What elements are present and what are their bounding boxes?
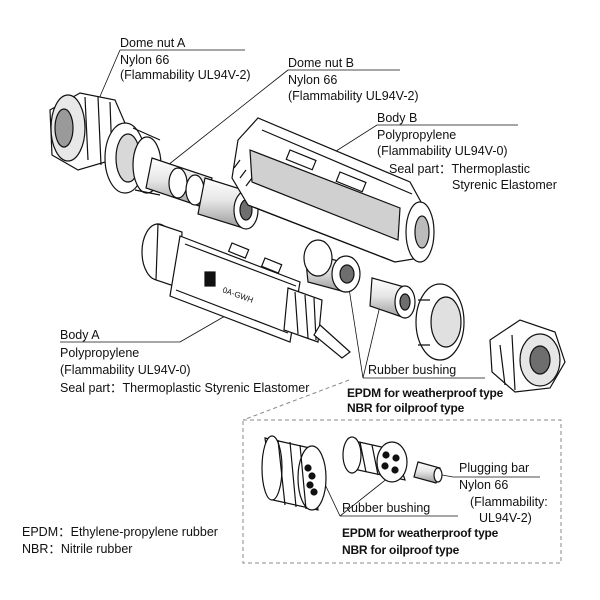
seal-ring-drawing: [415, 283, 465, 361]
rubber-bushing-inset-line2: NBR for oilproof type: [342, 543, 460, 557]
rubber-bushing-main-name: Rubber bushing: [368, 363, 457, 377]
dome-nut-a-name: Dome nut A: [120, 36, 186, 50]
small-bushing-drawing: [369, 277, 416, 319]
plugging-bar-flammability2: UL94V-2): [479, 511, 532, 525]
dome-nut-b-material: Nylon 66: [288, 73, 338, 87]
dome-nut-right-drawing: [489, 319, 566, 393]
body-b-seal-line1: Seal part：Thermoplastic: [389, 162, 531, 176]
dome-nut-a-material: Nylon 66: [120, 53, 170, 67]
plugging-bar-flammability1: (Flammability:: [470, 495, 548, 509]
dome-nut-a-flammability: (Flammability UL94V-2): [120, 68, 251, 82]
body-b-drawing: [231, 117, 435, 263]
inset-frame: [242, 379, 562, 564]
body-a-flammability: (Flammability UL94V-0): [60, 363, 191, 377]
rubber-bushing-drawing: [303, 239, 361, 293]
rubber-bushing-main-line2: NBR for oilproof type: [347, 401, 465, 415]
dome-nut-b-flammability: (Flammability UL94V-2): [288, 89, 419, 103]
rubber-bushing-inset-name: Rubber bushing: [342, 501, 431, 515]
body-a-material: Polypropylene: [60, 346, 140, 360]
rubber-bushing-inset-line1: EPDM for weatherproof type: [342, 526, 499, 540]
rubber-bushing-main-line1: EPDM for weatherproof type: [347, 386, 504, 400]
body-a-seal: Seal part：Thermoplastic Styrenic Elastom…: [60, 381, 310, 395]
legend-epdm: EPDM：Ethylene-propylene rubber: [22, 525, 218, 539]
body-a-drawing: 0A-GWH: [141, 223, 351, 359]
inset-plug-a-drawing: [261, 435, 327, 511]
legend-nbr: NBR：Nitrile rubber: [22, 542, 133, 556]
body-b-flammability: (Flammability UL94V-0): [377, 144, 508, 158]
body-a-name: Body A: [60, 328, 100, 342]
body-b-name: Body B: [377, 111, 418, 125]
plugging-bar-name: Plugging bar: [459, 461, 530, 475]
inset-bushing-drawing: [342, 436, 408, 483]
plugging-bar-material: Nylon 66: [459, 478, 509, 492]
plugging-bar-drawing: [413, 461, 443, 484]
dome-nut-b-name: Dome nut B: [288, 56, 355, 70]
body-b-material: Polypropylene: [377, 128, 457, 142]
rubber-tube-drawing: [145, 157, 213, 209]
leader-lines: [60, 49, 540, 517]
body-b-seal-line2: Styrenic Elastomer: [452, 178, 557, 192]
